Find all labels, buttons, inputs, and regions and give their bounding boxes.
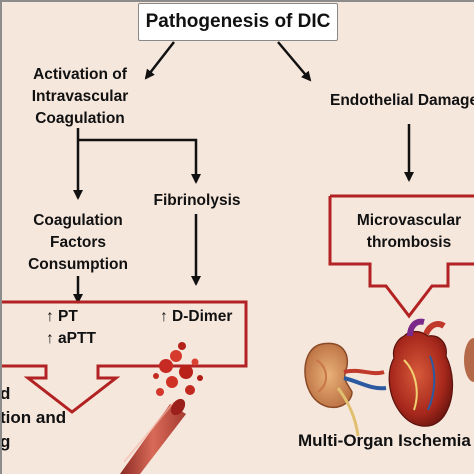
aptt-label: ↑ aPTT: [46, 330, 96, 347]
arrow-title-to-endothelial: [277, 41, 312, 82]
organ-edge-image: [464, 338, 474, 382]
fibrinolysis-node: Fibrinolysis: [153, 192, 241, 209]
bleeding-node: d tion and g: [0, 384, 67, 451]
activation-node: Activation of Intravascular Coagulation: [31, 66, 129, 127]
microvascular-node: Microvascular thrombosis: [356, 212, 462, 251]
ischemia-node: Multi-Organ Ischemia: [298, 431, 471, 450]
kidney-image: [304, 342, 387, 437]
ddimer-label: ↑ D-Dimer: [160, 308, 233, 325]
heart-image: [388, 318, 454, 427]
arrow-activation-to-fibrinolysis: [78, 138, 201, 184]
coagulation-factors-node: Coagulation Factors Consumption: [28, 212, 128, 273]
arrow-title-to-activation: [144, 41, 175, 80]
pt-label: ↑ PT: [46, 308, 78, 325]
blood-vessel-image: [120, 342, 203, 474]
lab-findings-arrow: [0, 300, 248, 414]
microvascular-arrow: [328, 194, 474, 319]
endothelial-node: Endothelial Damage: [330, 92, 474, 109]
diagram-title: Pathogenesis of DIC: [138, 3, 338, 41]
